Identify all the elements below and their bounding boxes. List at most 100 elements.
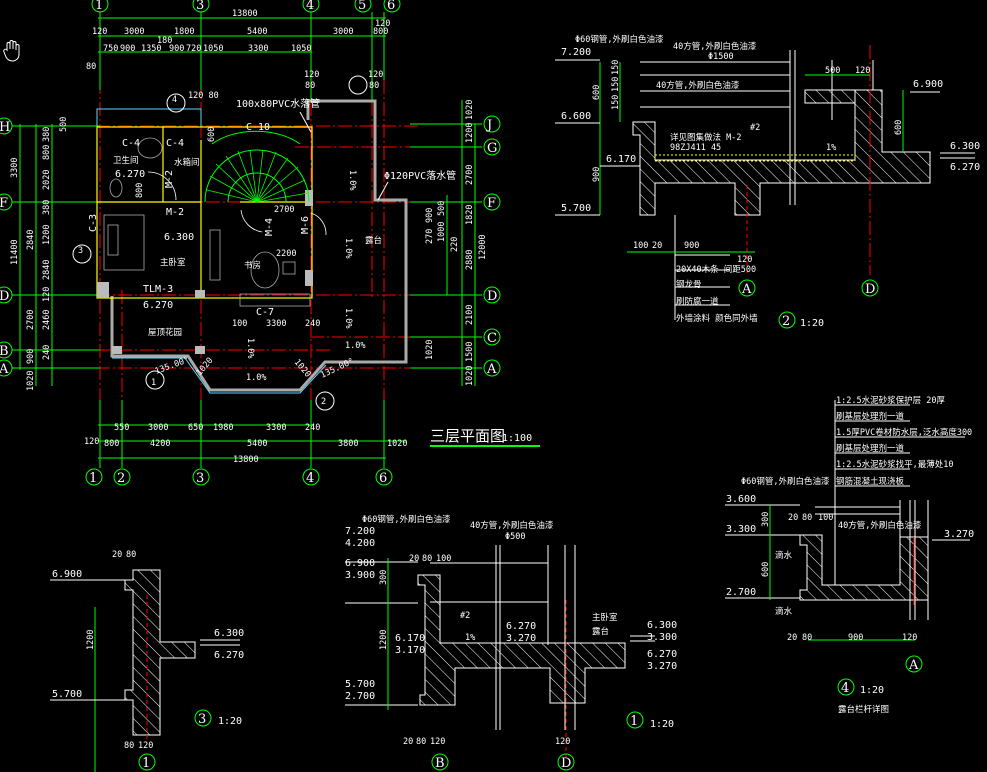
dim-text: 240 xyxy=(305,319,320,329)
detail-3-section: 6.900 5.700 6.300 6.270 1200 20 80 80 12… xyxy=(50,550,244,772)
dim-text: 20 xyxy=(403,737,413,747)
dim-text: 900 xyxy=(425,208,435,223)
axis-label: 4 xyxy=(306,0,314,13)
dim-text: 3000 xyxy=(124,27,144,37)
door-tag: M-6 xyxy=(300,216,311,234)
dim-text: 3800 xyxy=(338,439,358,449)
dim-text: 1050 xyxy=(203,44,223,54)
detail-1-section: 7.200 4.200 6.900 3.900 6.170 3.170 5.70… xyxy=(345,514,677,771)
dim-text: 1020 xyxy=(292,358,313,380)
dim-text: 120 xyxy=(737,255,752,265)
dim-text: 120 xyxy=(84,437,99,447)
dim-text: 500 xyxy=(825,66,840,76)
section-ref: 1 xyxy=(151,378,156,388)
dim-text: 120 xyxy=(855,66,870,76)
elevation-mark: 3.600 xyxy=(726,494,756,505)
elevation-mark: 4.200 xyxy=(345,538,375,549)
note-text: 40方管,外刷白色油漆 xyxy=(470,520,554,531)
note-text: 20X40木条 间距500 xyxy=(676,264,756,275)
detail-scale: 1:20 xyxy=(800,318,824,329)
note-text: 滴水 xyxy=(775,606,793,617)
elevation-mark: 6.300 xyxy=(214,628,244,639)
dim-text: 2840 xyxy=(26,230,36,250)
section-ref: 3 xyxy=(78,246,83,256)
dimensions-bottom: 550 3000 650 1980 3300 240 120 800 4200 … xyxy=(84,423,407,465)
dim-text: 1200 xyxy=(86,630,96,650)
dim-text: 380 xyxy=(42,200,52,215)
dim-text: 900 xyxy=(848,633,863,643)
dim-text: 3300 xyxy=(266,319,286,329)
elevation-mark: 3.170 xyxy=(395,645,425,656)
dim-text: 120 xyxy=(368,70,383,80)
door-tag: TLM-3 xyxy=(143,284,173,295)
detail-ref-number: 3 xyxy=(198,712,206,727)
dim-text: 80 xyxy=(369,81,379,91)
note-text: #2 xyxy=(460,611,470,621)
axis-label: F xyxy=(487,196,496,211)
elevation-mark: 7.200 xyxy=(345,526,375,537)
plan-title: 三层平面图 1:100 xyxy=(430,427,540,447)
dim-text: 1350 xyxy=(141,44,161,54)
room-label: 书房 xyxy=(244,260,261,271)
elevation-mark: 6.270 xyxy=(143,300,173,311)
elevation-mark: 6.270 xyxy=(647,649,677,660)
door-swings xyxy=(147,171,327,236)
note-text: 滴水 xyxy=(775,550,793,561)
elevation-mark: 5.700 xyxy=(52,689,82,700)
note-text: 100x80PVC水落管 xyxy=(236,97,320,110)
elevation-mark: 5.700 xyxy=(345,679,375,690)
dim-text: 80 xyxy=(305,81,315,91)
slope-mark: 1.0% xyxy=(343,238,353,258)
elevation-mark: 3.300 xyxy=(726,524,756,535)
dim-text: 500 xyxy=(437,201,447,216)
note-text: Φ60钢管,外刷白色油漆 xyxy=(362,514,451,525)
dim-text: 300 xyxy=(379,570,389,585)
axis-label: D xyxy=(487,289,497,304)
slope-mark: 1.0% xyxy=(245,338,255,358)
door-tag: M-4 xyxy=(264,218,275,236)
dim-text: 120 80 xyxy=(188,91,219,101)
note-text: 钢龙骨 xyxy=(676,279,702,290)
section-ref: 2 xyxy=(321,397,326,407)
axis-extension-lines xyxy=(12,12,482,468)
dim-text: 80 xyxy=(124,741,134,751)
dim-text: 120 xyxy=(555,737,570,747)
elevation-mark: 6.270 xyxy=(214,650,244,661)
interior-walls xyxy=(96,126,313,354)
dimensions-right: 1020 1200 2700 1820 2880 12000 2100 1500… xyxy=(425,100,488,386)
axis-label: B xyxy=(435,756,445,771)
note-text: Φ1500 xyxy=(708,52,734,62)
dim-text: 20 xyxy=(787,633,797,643)
elevation-mark: 3.300 xyxy=(647,632,677,643)
dim-text: 100 xyxy=(818,513,833,523)
detail-scale: 1:20 xyxy=(218,716,242,727)
room-label: 屋顶花园 xyxy=(148,327,182,338)
dim-text: 120 xyxy=(304,70,319,80)
room-label: 卫生间 xyxy=(113,155,139,166)
dim-text: 650 xyxy=(188,423,203,433)
dim-text: 600 xyxy=(207,127,217,142)
detail-ref-number: 1 xyxy=(630,714,638,729)
dim-text: 120 xyxy=(375,19,390,29)
axis-label: D xyxy=(865,282,875,297)
elevation-mark: 6.270 xyxy=(506,621,536,632)
axis-label: 1 xyxy=(89,471,97,486)
dim-text: 1200 xyxy=(42,225,52,245)
axis-label: A xyxy=(0,362,9,377)
door-tag: M-2 xyxy=(166,207,184,218)
note-text: Φ60钢管,外刷白色油漆 xyxy=(575,34,664,45)
dim-text: 80 xyxy=(86,62,96,72)
dim-text: 180 xyxy=(157,36,172,46)
axis-label: 6 xyxy=(379,471,387,486)
window-tag: C-3 xyxy=(88,214,99,232)
dim-text: 80 xyxy=(802,513,812,523)
note-text: 详见图集做法 M-2 xyxy=(670,132,741,143)
hand-pan-icon xyxy=(3,40,20,62)
axis-label: 5 xyxy=(358,0,366,13)
dim-text: 600 xyxy=(894,120,904,135)
window-tag: C-7 xyxy=(256,307,274,318)
dim-text: 1020 xyxy=(387,439,407,449)
dim-text: 3300 xyxy=(248,44,268,54)
dim-text: 600 xyxy=(592,85,602,100)
